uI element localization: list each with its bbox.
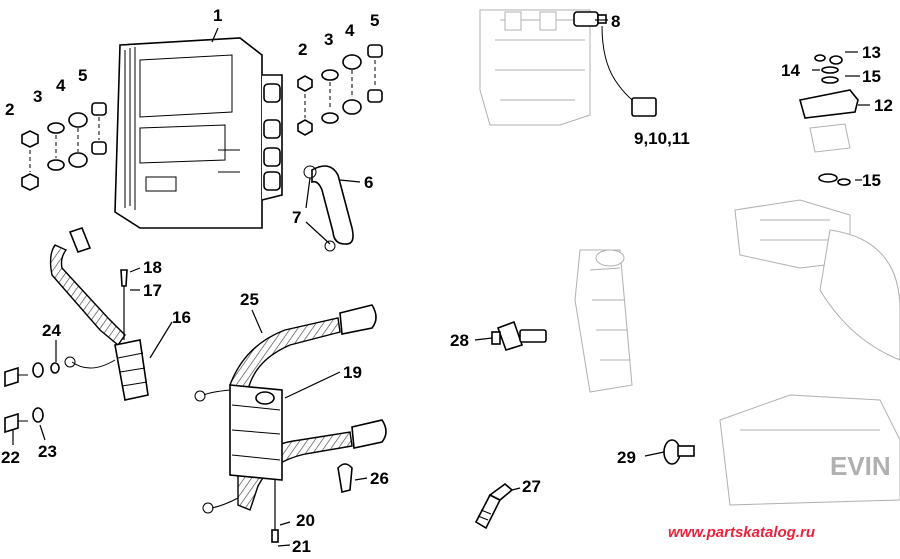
callout-1: 1 <box>213 6 222 25</box>
callout-23: 23 <box>38 442 57 461</box>
callout-8: 8 <box>611 12 620 31</box>
callout-14: 14 <box>781 61 800 80</box>
callout-19: 19 <box>343 363 362 382</box>
watermark-text: www.partskatalog.ru <box>668 524 815 541</box>
callout-13: 13 <box>862 43 881 62</box>
callout-2-left: 2 <box>5 100 14 119</box>
callout-28: 28 <box>450 331 469 350</box>
module-fasteners-left <box>21 102 107 191</box>
callout-9-10-11: 9,10,11 <box>634 129 690 148</box>
callout-15-top: 15 <box>862 67 881 86</box>
callout-4-right: 4 <box>345 21 355 40</box>
callout-4-left: 4 <box>56 76 66 95</box>
engine-control-module <box>114 37 283 229</box>
ignition-coil-left <box>49 227 149 401</box>
callout-labels: 1 2 3 4 5 2 3 4 5 6 7 8 9,10,11 12 13 14… <box>1 6 893 556</box>
module-fasteners-right <box>297 44 383 136</box>
callout-3-left: 3 <box>33 87 42 106</box>
throttle-position-sensor <box>798 54 859 186</box>
callout-29: 29 <box>617 448 636 467</box>
leader-lines <box>12 19 870 547</box>
spark-plug <box>474 482 514 530</box>
callout-18: 18 <box>143 258 162 277</box>
callout-20: 20 <box>296 511 315 530</box>
ignition-coil-center <box>194 304 387 543</box>
engine-label: EVIN <box>830 451 891 481</box>
crankshaft-sensor <box>573 11 657 117</box>
callout-6: 6 <box>364 173 373 192</box>
engine-block-ghost: EVIN <box>479 9 900 506</box>
callout-16: 16 <box>172 308 191 327</box>
callout-12: 12 <box>874 96 893 115</box>
callout-5-left: 5 <box>78 66 87 85</box>
callout-3-right: 3 <box>324 30 333 49</box>
callout-2-right: 2 <box>298 40 307 59</box>
callout-21: 21 <box>292 537 311 556</box>
callout-15-bottom: 15 <box>862 171 881 190</box>
spark-plug-terminal <box>337 463 353 493</box>
callout-17: 17 <box>143 281 162 300</box>
callout-26: 26 <box>370 469 389 488</box>
temperature-sensor <box>491 320 547 351</box>
callout-5-right: 5 <box>370 11 379 30</box>
water-pressure-fitting <box>663 439 695 465</box>
coil-fasteners-left <box>4 362 60 434</box>
callout-25: 25 <box>240 290 259 309</box>
callout-22: 22 <box>1 448 20 467</box>
vent-hose <box>303 165 354 252</box>
callout-27: 27 <box>522 477 541 496</box>
callout-7: 7 <box>292 208 301 227</box>
callout-24: 24 <box>42 321 61 340</box>
